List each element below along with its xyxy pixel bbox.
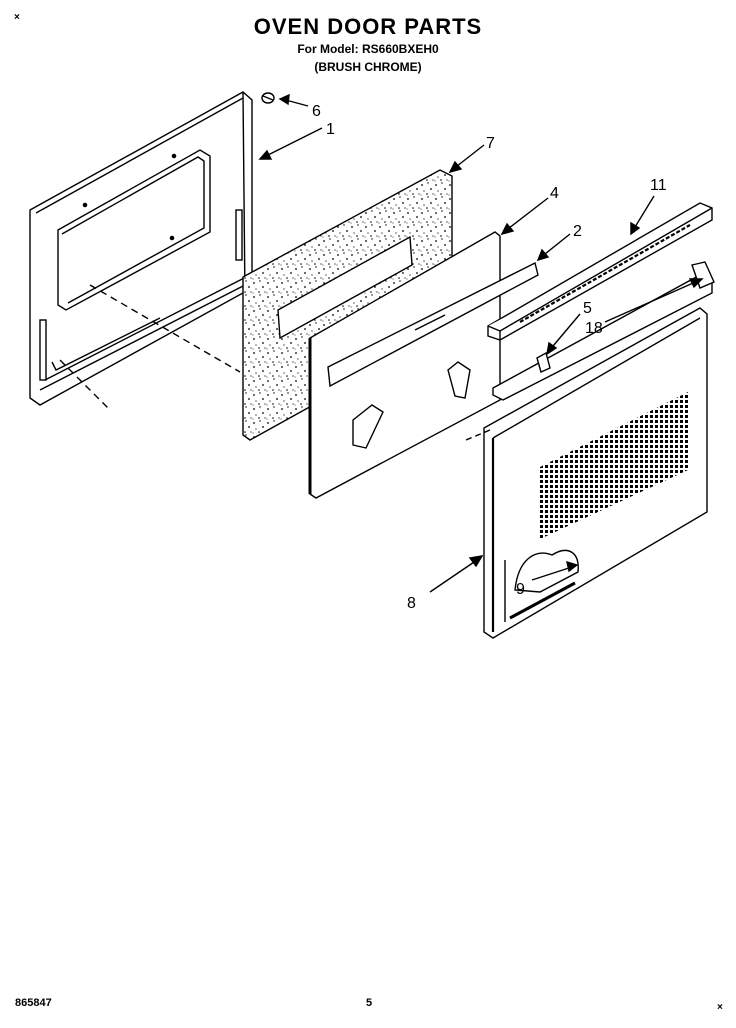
corner-mark-top-left: × (14, 12, 20, 23)
callout-5: 5 (583, 300, 592, 317)
corner-mark-bottom-right: × (717, 1002, 723, 1013)
door-glass-panel (308, 231, 501, 499)
doc-number: 865847 (15, 997, 52, 1009)
callout-18: 18 (585, 320, 603, 337)
callout-1: 1 (326, 121, 335, 138)
callout-6: 6 (312, 103, 321, 120)
callout-4: 4 (550, 185, 559, 202)
trim-strip (327, 261, 539, 388)
callout-7: 7 (486, 135, 495, 152)
callout-8: 8 (407, 595, 416, 612)
model-line: For Model: RS660BXEH0 (297, 42, 439, 56)
outer-door-panel (465, 307, 708, 639)
screw-part (261, 92, 275, 104)
callout-11: 11 (650, 177, 667, 194)
finish-line: (BRUSH CHROME) (314, 60, 422, 74)
page-title: OVEN DOOR PARTS (253, 14, 483, 39)
inner-door-frame (29, 91, 253, 411)
door-clip (536, 351, 551, 373)
vent-channel (487, 202, 713, 341)
callout-2: 2 (573, 223, 582, 240)
page-number: 5 (366, 997, 373, 1009)
callout-leaders (258, 93, 704, 593)
callout-9: 9 (516, 581, 525, 598)
